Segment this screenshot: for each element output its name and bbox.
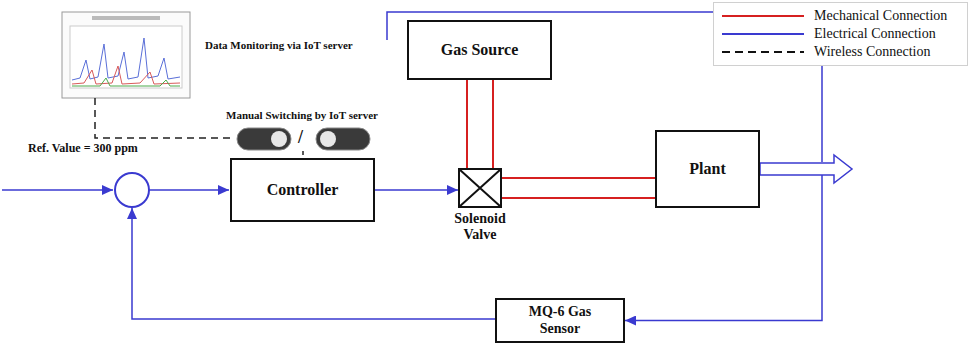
plant-box: Plant (655, 130, 760, 208)
screenshot-plot (70, 26, 182, 88)
reference-label: Ref. Value = 300 ppm (28, 141, 138, 156)
legend-sample (720, 47, 806, 57)
screenshot-title-bar (92, 16, 160, 20)
controller-box: Controller (230, 158, 375, 222)
feedback-wire (132, 208, 495, 319)
screenshot-trace (72, 38, 180, 80)
legend-text: Wireless Connection (814, 44, 930, 60)
legend-line (722, 33, 804, 35)
legend-line (722, 15, 804, 17)
legend-box: Mechanical ConnectionElectrical Connecti… (713, 2, 968, 66)
switch-icon (316, 128, 370, 150)
valve-body (459, 169, 501, 207)
dashboard-screenshot (62, 12, 190, 98)
output-arrow (760, 155, 852, 183)
wireless-link (95, 98, 235, 138)
legend-entry: Mechanical Connection (720, 7, 967, 25)
legend-text: Electrical Connection (814, 26, 936, 42)
switch-knob (320, 131, 336, 147)
separator-slash: / (298, 127, 303, 148)
reference-wire (2, 189, 113, 191)
gas-pipe (502, 178, 655, 198)
monitoring-label: Data Monitoring via IoT server (205, 39, 353, 51)
node-text: Gas Source (441, 41, 518, 59)
node-text: MQ-6 Gas Sensor (518, 304, 602, 336)
legend-line (722, 51, 804, 53)
node-text: Controller (267, 181, 339, 199)
valve-label: Solenoid Valve (443, 211, 517, 243)
valve-symbol (458, 168, 502, 208)
sensor-box: MQ-6 Gas Sensor (495, 298, 625, 343)
wireless-link (302, 151, 304, 158)
solenoid-valve: Solenoid Valve (458, 168, 502, 208)
valve-cross (459, 169, 501, 207)
screenshot-frame (62, 12, 190, 98)
legend-sample (720, 11, 806, 21)
legend-entry: Electrical Connection (720, 25, 967, 43)
control-wire (375, 189, 458, 191)
legend-text: Mechanical Connection (814, 8, 947, 24)
summing-junction (115, 173, 149, 207)
source-box: Gas Source (407, 20, 552, 80)
switch-icons (237, 128, 370, 150)
legend-sample (720, 29, 806, 39)
error-wire (149, 189, 229, 191)
switch-knob (271, 131, 287, 147)
node-text: Plant (689, 160, 725, 178)
screenshot-trace (72, 78, 180, 86)
switching-label: Manual Switching by IoT server (226, 109, 378, 121)
gas-pipe (467, 80, 493, 168)
switch-icon (237, 128, 291, 150)
screenshot-trace (72, 66, 180, 84)
legend-entry: Wireless Connection (720, 43, 967, 61)
